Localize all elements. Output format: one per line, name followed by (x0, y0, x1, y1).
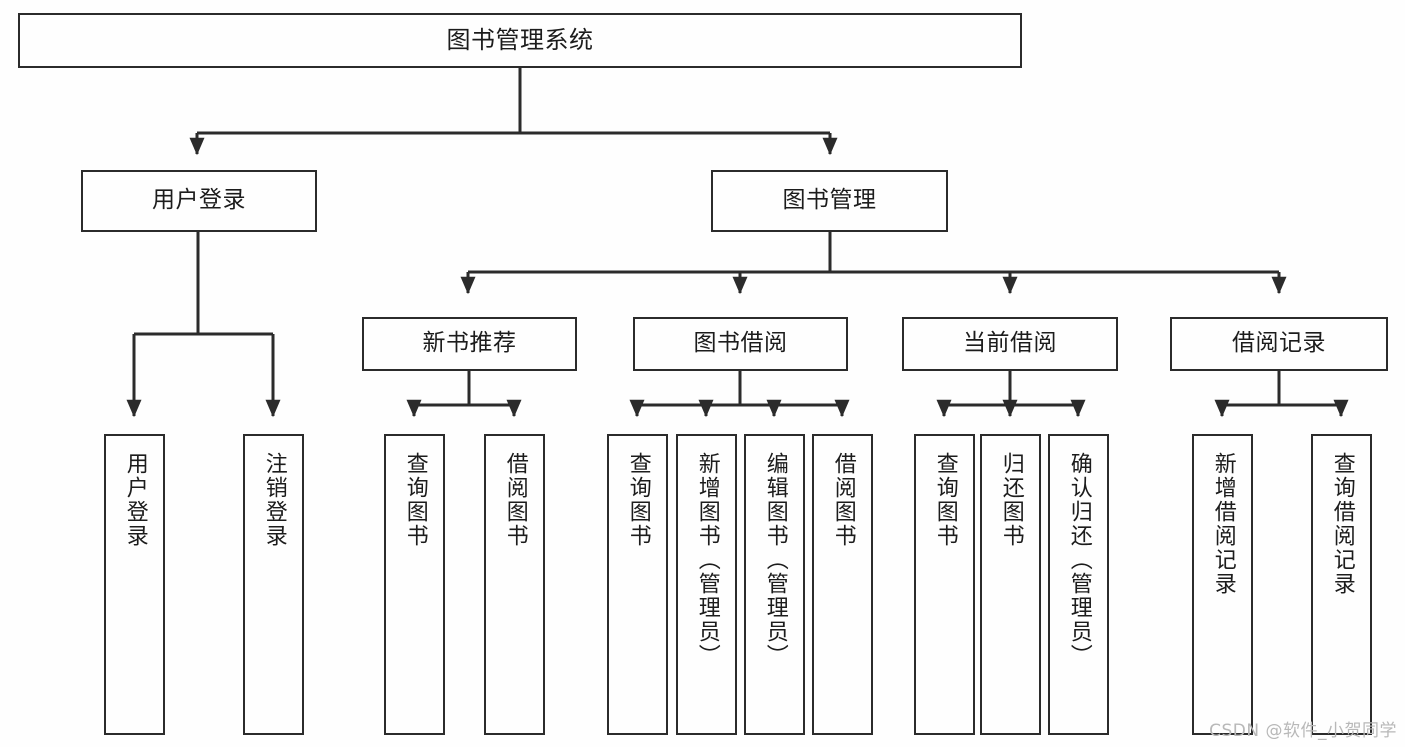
edges-newbook-to-leaves (406, 371, 522, 418)
node-label: 图书管理 (782, 187, 877, 214)
node-leaf-return-book[interactable]: 归还图书 (980, 434, 1041, 735)
node-root-book-management-system[interactable]: 图书管理系统 (18, 13, 1022, 68)
node-book-management[interactable]: 图书管理 (711, 170, 948, 232)
edges-bookborrow-to-leaves (629, 371, 850, 418)
node-leaf-borrow-book[interactable]: 借阅图书 (812, 434, 873, 735)
node-label: 借阅图书 (502, 452, 528, 548)
node-leaf-user-login[interactable]: 用户登录 (104, 434, 165, 735)
watermark-text: CSDN @软件_小贺同学 (1209, 721, 1397, 741)
edges-userlogin-to-leaves (126, 232, 281, 418)
node-label: 用户登录 (152, 187, 246, 214)
node-user-login[interactable]: 用户登录 (81, 170, 317, 232)
node-label: 图书借阅 (693, 330, 788, 357)
edges-root-to-level2 (189, 68, 838, 156)
node-label: 查询图书 (402, 452, 428, 548)
node-label: 借阅记录 (1232, 330, 1326, 357)
node-current-borrow[interactable]: 当前借阅 (902, 317, 1118, 371)
node-leaf-query-book-current[interactable]: 查询图书 (914, 434, 975, 735)
node-label: 新书推荐 (422, 330, 517, 357)
edges-bookmgmt-to-level3 (460, 232, 1287, 295)
node-label: 新增图书（管理员） (694, 452, 720, 668)
node-leaf-add-borrow-record[interactable]: 新增借阅记录 (1192, 434, 1253, 735)
node-label: 编辑图书（管理员） (762, 452, 788, 668)
node-leaf-edit-book-admin[interactable]: 编辑图书（管理员） (744, 434, 805, 735)
node-label: 确认归还（管理员） (1066, 452, 1092, 668)
node-new-book-recommend[interactable]: 新书推荐 (362, 317, 577, 371)
node-book-borrow[interactable]: 图书借阅 (633, 317, 848, 371)
node-label: 注销登录 (261, 452, 287, 548)
node-label: 图书管理系统 (446, 26, 594, 55)
node-leaf-borrow-book-recommend[interactable]: 借阅图书 (484, 434, 545, 735)
node-label: 查询借阅记录 (1329, 452, 1355, 596)
node-leaf-query-borrow-record[interactable]: 查询借阅记录 (1311, 434, 1372, 735)
edges-borrowrecord-to-leaves (1214, 371, 1349, 418)
node-label: 当前借阅 (963, 330, 1057, 357)
node-borrow-record[interactable]: 借阅记录 (1170, 317, 1388, 371)
node-label: 新增借阅记录 (1210, 452, 1236, 596)
node-leaf-add-book-admin[interactable]: 新增图书（管理员） (676, 434, 737, 735)
node-leaf-logout[interactable]: 注销登录 (243, 434, 304, 735)
node-leaf-query-book-borrow[interactable]: 查询图书 (607, 434, 668, 735)
edges-currentborrow-to-leaves (936, 371, 1086, 418)
node-label: 查询图书 (932, 452, 958, 548)
node-label: 借阅图书 (830, 452, 856, 548)
node-leaf-query-book-recommend[interactable]: 查询图书 (384, 434, 445, 735)
node-leaf-confirm-return-admin[interactable]: 确认归还（管理员） (1048, 434, 1109, 735)
node-label: 用户登录 (122, 452, 148, 548)
node-label: 查询图书 (625, 452, 651, 548)
node-label: 归还图书 (998, 452, 1024, 548)
